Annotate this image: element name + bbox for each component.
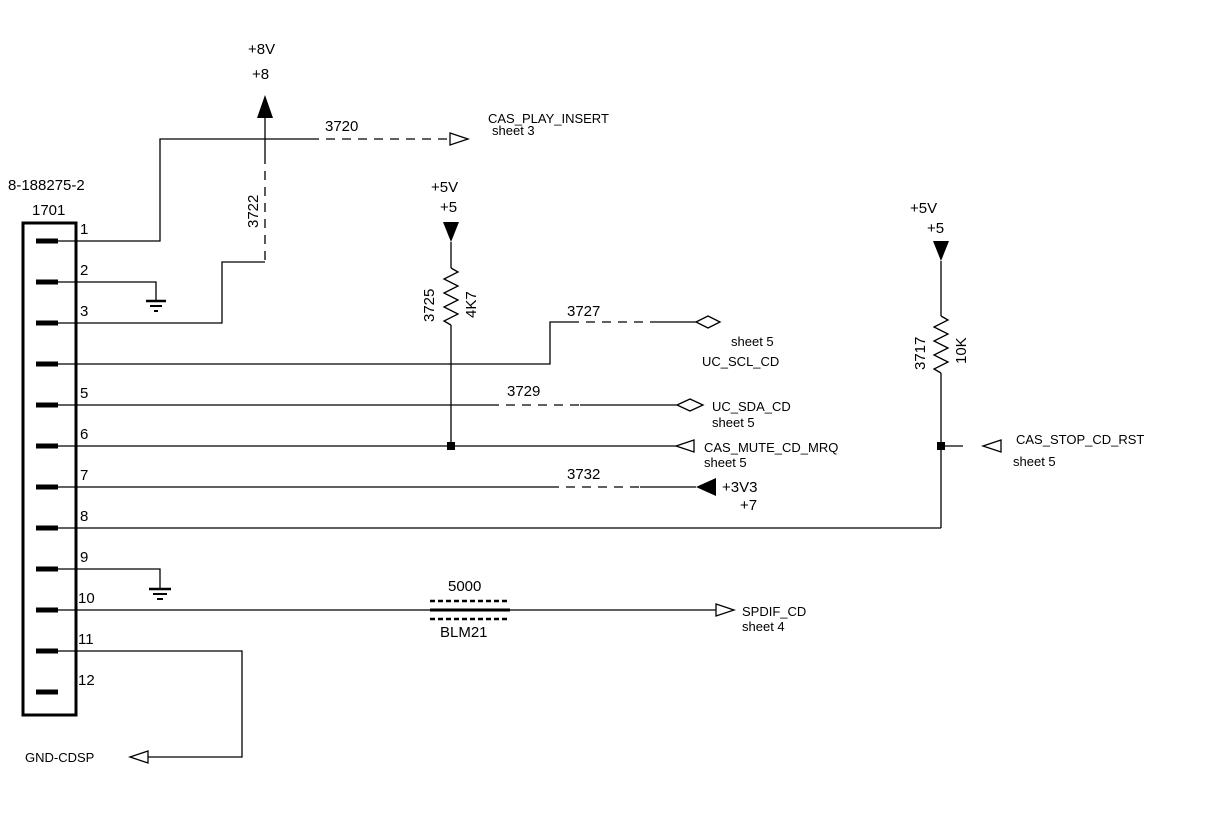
connector-part-number: 8-188275-2 <box>8 177 85 194</box>
signal-cas-play-insert: CAS_PLAY_INSERT <box>488 111 609 126</box>
wire-pin3 <box>58 261 265 324</box>
net-uc-sda-cd: 3729 UC_SDA_CD sheet 5 <box>58 383 791 430</box>
supply-net-plus5-b: +5 <box>927 220 944 237</box>
net-cas-play-insert: 3720 CAS_PLAY_INSERT sheet 3 <box>58 111 609 242</box>
input-arrow-icon <box>127 750 149 764</box>
signal-cas-stop-cd-rst: CAS_STOP_CD_RST <box>1016 432 1144 447</box>
sheet-ref-cas-stop-cd-rst: sheet 5 <box>1013 454 1056 469</box>
signal-spdif-cd: SPDIF_CD <box>742 604 806 619</box>
supply-arrow-icon <box>696 478 716 496</box>
net-plus3v3: 3732 +3V3 +7 <box>58 466 757 514</box>
wire-pin9 <box>58 568 161 588</box>
signal-cas-mute-cd-mrq: CAS_MUTE_CD_MRQ <box>704 440 838 455</box>
supply-arrow-icon <box>257 95 273 118</box>
net-spdif-cd: 5000 BLM21 SPDIF_CD sheet 4 <box>58 578 806 641</box>
sheet-ref-uc-sda-cd: sheet 5 <box>712 415 755 430</box>
pin-number-6: 6 <box>80 426 88 443</box>
value-3717: 10K <box>953 337 970 364</box>
supply-net-plus5-a: +5 <box>440 199 457 216</box>
pin-number-8: 8 <box>80 508 88 525</box>
connector-1701: 8-188275-2 1701 1 2 3 5 6 7 8 9 10 11 12 <box>8 177 95 717</box>
input-arrow-icon <box>673 439 695 453</box>
ref-3732: 3732 <box>567 466 600 483</box>
pin-number-5: 5 <box>80 385 88 402</box>
supply-net-plus8: +8 <box>252 66 269 83</box>
supply-arrow-icon <box>443 222 459 242</box>
wire-pin11 <box>58 650 243 758</box>
supply-label-plus8v: +8V <box>248 41 275 58</box>
sheet-ref-spdif-cd: sheet 4 <box>742 619 785 634</box>
bidir-port-icon <box>694 315 722 329</box>
net-pin9-ground <box>58 568 171 600</box>
wire-pin1 <box>58 138 310 242</box>
resistor-3717 <box>932 315 950 374</box>
value-blm21: BLM21 <box>440 624 488 641</box>
pin-number-3: 3 <box>80 303 88 320</box>
pin-number-2: 2 <box>80 262 88 279</box>
supply-label-plus5v-b: +5V <box>910 200 937 217</box>
supply-label-plus5v-a: +5V <box>431 179 458 196</box>
supply-arrow-icon <box>933 241 949 261</box>
signal-gnd-cdsp: GND-CDSP <box>25 750 94 765</box>
ref-5000: 5000 <box>448 578 481 595</box>
sheet-ref-cas-mute-cd-mrq: sheet 5 <box>704 455 747 470</box>
supply-label-plus3v3: +3V3 <box>722 479 757 496</box>
supply-net-plus7: +7 <box>740 497 757 514</box>
ref-3727: 3727 <box>567 303 600 320</box>
sheet-ref-uc-scl-cd: sheet 5 <box>731 334 774 349</box>
output-arrow-icon <box>715 603 737 617</box>
wire-pin2 <box>58 281 157 300</box>
ref-3725: 3725 <box>421 289 438 322</box>
wire-pin4 <box>58 321 570 365</box>
pin-number-7: 7 <box>80 467 88 484</box>
pin-number-12: 12 <box>78 672 95 689</box>
input-arrow-icon <box>980 439 1002 453</box>
net-plus5-a: +5V +5 3725 4K7 <box>421 179 480 450</box>
ref-3729: 3729 <box>507 383 540 400</box>
net-gnd-cdsp: GND-CDSP <box>25 650 243 765</box>
resistor-3725 <box>442 267 460 326</box>
signal-uc-scl-cd: UC_SCL_CD <box>702 354 779 369</box>
pin-number-10: 10 <box>78 590 95 607</box>
connector-body <box>21 221 78 717</box>
signal-uc-sda-cd: UC_SDA_CD <box>712 399 791 414</box>
net-cas-stop-cd-rst: +5V +5 3717 10K CAS_STOP_CD_RST sheet 5 <box>58 200 1144 529</box>
ref-3720: 3720 <box>325 118 358 135</box>
net-uc-scl-cd: 3727 sheet 5 UC_SCL_CD <box>58 303 779 369</box>
bidir-port-icon <box>675 398 705 412</box>
value-3725: 4K7 <box>463 291 480 318</box>
output-arrow-icon <box>449 132 471 146</box>
net-pin2-ground <box>58 281 166 312</box>
sheet-ref-cas-play-insert: sheet 3 <box>492 123 535 138</box>
pin-number-9: 9 <box>80 549 88 566</box>
ref-3722: 3722 <box>245 195 262 228</box>
pin-number-11: 11 <box>78 631 94 648</box>
net-plus8: +8V +8 3722 <box>58 41 275 324</box>
net-cas-mute-cd-mrq: CAS_MUTE_CD_MRQ sheet 5 <box>58 439 838 470</box>
connector-ref: 1701 <box>32 202 65 219</box>
pin-number-1: 1 <box>80 221 88 238</box>
ref-3717: 3717 <box>912 337 929 370</box>
